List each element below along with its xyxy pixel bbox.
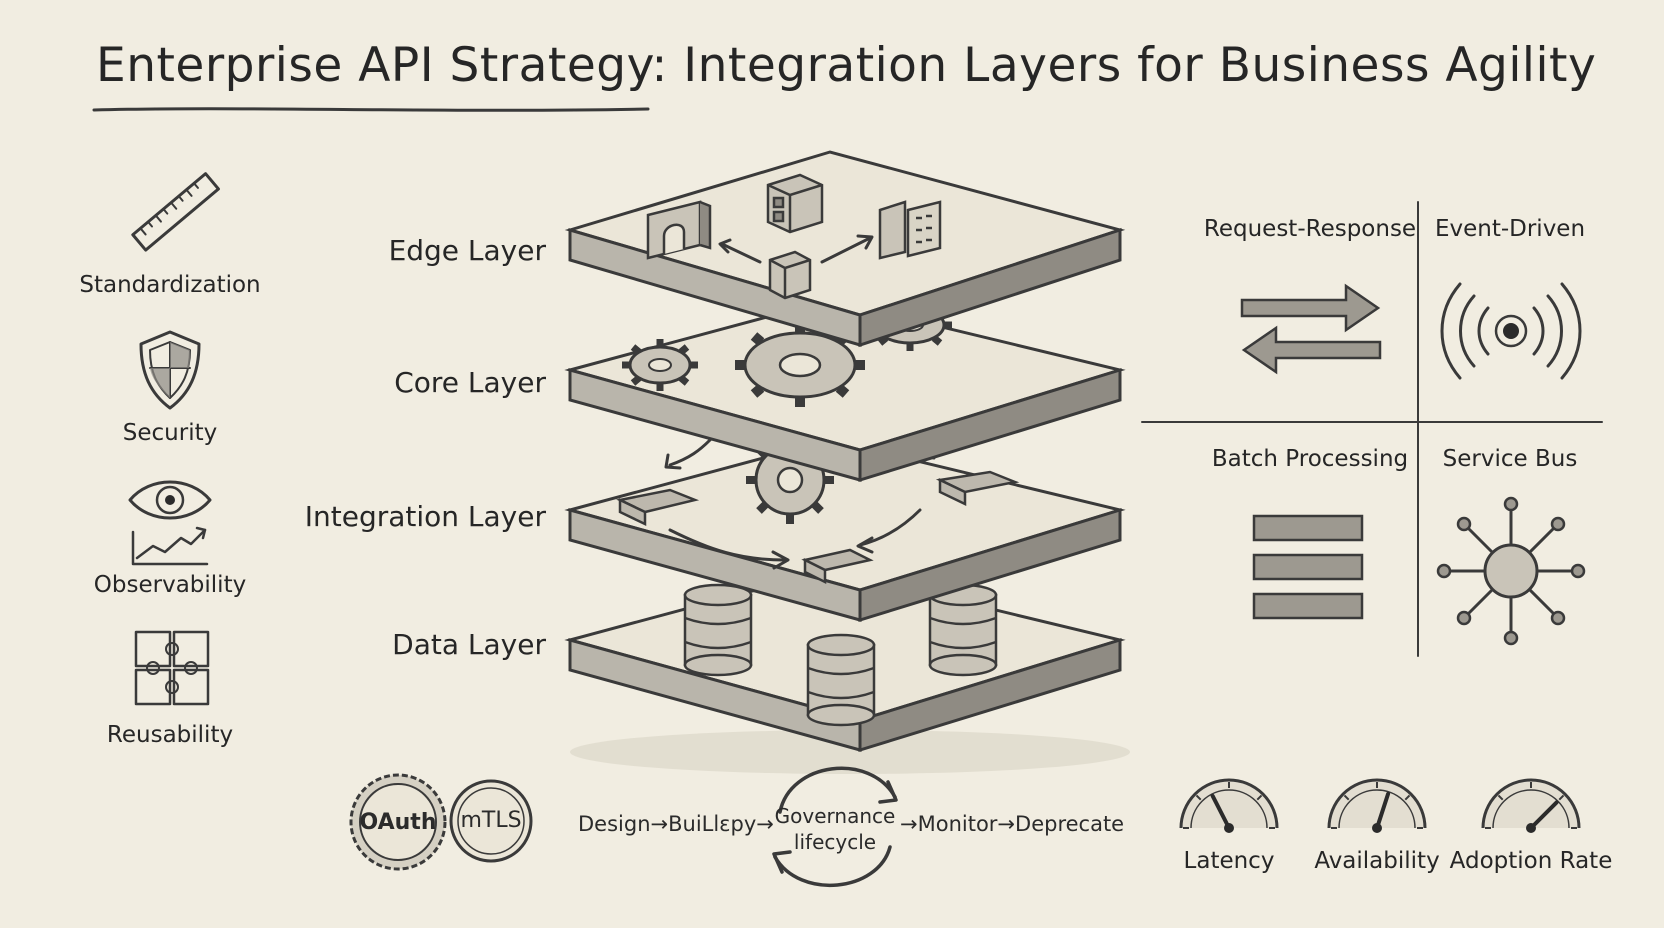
gauge-tick [1195, 794, 1202, 801]
gauge-arc [1481, 778, 1581, 829]
node-box-icon [768, 250, 812, 300]
puzzle-icon [134, 630, 210, 706]
integration-blocks [616, 470, 1020, 585]
edge-layer-slab [564, 150, 1126, 348]
stacked-bars-icon [1252, 514, 1364, 620]
kpi-availability: Availability [1292, 768, 1462, 888]
gateway-arch-icon [646, 200, 712, 260]
database-icon [683, 583, 753, 677]
pillar-standardization: Standardization [70, 160, 270, 300]
edge-routing-arrows [718, 234, 874, 264]
kpi-latency: Latency [1144, 768, 1314, 888]
gauge-needle [1529, 800, 1559, 830]
service-cube-icon [766, 173, 824, 234]
gauge-hub [1372, 823, 1382, 833]
database-icon [806, 633, 876, 727]
cycle-arrows-icon [772, 766, 898, 888]
page-title: Enterprise API Strategy: Integration Lay… [96, 38, 1597, 93]
pattern-label: Event-Driven [1434, 216, 1586, 242]
broadcast-icon [1440, 282, 1582, 380]
lifecycle-steps-right: →Monitor→Deprecate [900, 812, 1125, 836]
kpi-label: Adoption Rate [1449, 848, 1613, 874]
building-icon [878, 200, 942, 260]
lifecycle-center-line2: lifecycle [793, 830, 877, 854]
pillar-label: Standardization [79, 272, 261, 298]
gauge-hub [1224, 823, 1234, 833]
pattern-label: Batch Processing [1211, 446, 1409, 472]
kpi-label: Latency [1183, 848, 1275, 874]
mtls-badge-icon [449, 779, 533, 863]
layer-stack-diagram [564, 150, 1130, 774]
gauge-tick [1497, 794, 1504, 801]
pattern-label: Request-Response [1203, 216, 1417, 242]
gauge-arc [1327, 778, 1427, 829]
pillar-label: Observability [93, 572, 247, 598]
pillar-reusability: Reusability [70, 628, 270, 758]
gauge-inner-arc [1338, 789, 1416, 829]
layer-label-integration: Integration Layer [304, 500, 546, 533]
database-icon [928, 583, 998, 677]
shield-icon [139, 330, 201, 410]
kpi-adoption-rate: Adoption Rate [1446, 768, 1616, 888]
gear-icon [622, 339, 698, 391]
gauge-icon [1327, 778, 1427, 833]
double-arrow-icon [1240, 283, 1382, 375]
gauge-needle [1375, 791, 1391, 830]
gauge-arc [1179, 778, 1279, 829]
layer-label-edge: Edge Layer [388, 234, 546, 267]
eye-chart-icon [128, 480, 212, 566]
stack-shadow [570, 730, 1130, 774]
mtls-badge-label: mTLS [460, 808, 522, 833]
gauge-tick [1558, 794, 1565, 801]
pillar-observability: Observability [70, 472, 270, 612]
gauge-tick [1343, 794, 1350, 801]
pattern-label: Service Bus [1442, 446, 1578, 472]
gauge-icon [1481, 778, 1581, 833]
pillar-label: Reusability [106, 722, 234, 748]
gauge-inner-arc [1190, 789, 1268, 829]
layer-label-core: Core Layer [394, 366, 546, 399]
gauge-hub [1526, 823, 1536, 833]
gauge-inner-arc [1492, 789, 1570, 829]
kpi-label: Availability [1314, 848, 1440, 874]
gauge-tick [1256, 794, 1263, 801]
pillar-label: Security [122, 420, 218, 446]
gauge-tick [1404, 794, 1411, 801]
layer-label-data: Data Layer [392, 628, 546, 661]
oauth-badge-icon [349, 773, 447, 871]
pattern-grid-lines [1141, 201, 1603, 657]
ruler-icon [131, 172, 220, 252]
oauth-badge-label: OAuth [359, 810, 437, 835]
gauge-icon [1179, 778, 1279, 833]
hub-icon [1436, 496, 1586, 646]
pillar-security: Security [70, 328, 270, 448]
lifecycle-steps-left: Design→BuiLl​ɛpy→ [578, 812, 774, 836]
gauge-needle [1210, 793, 1231, 830]
lifecycle-center-line1: Governance [774, 804, 896, 828]
title-underline [92, 107, 650, 112]
